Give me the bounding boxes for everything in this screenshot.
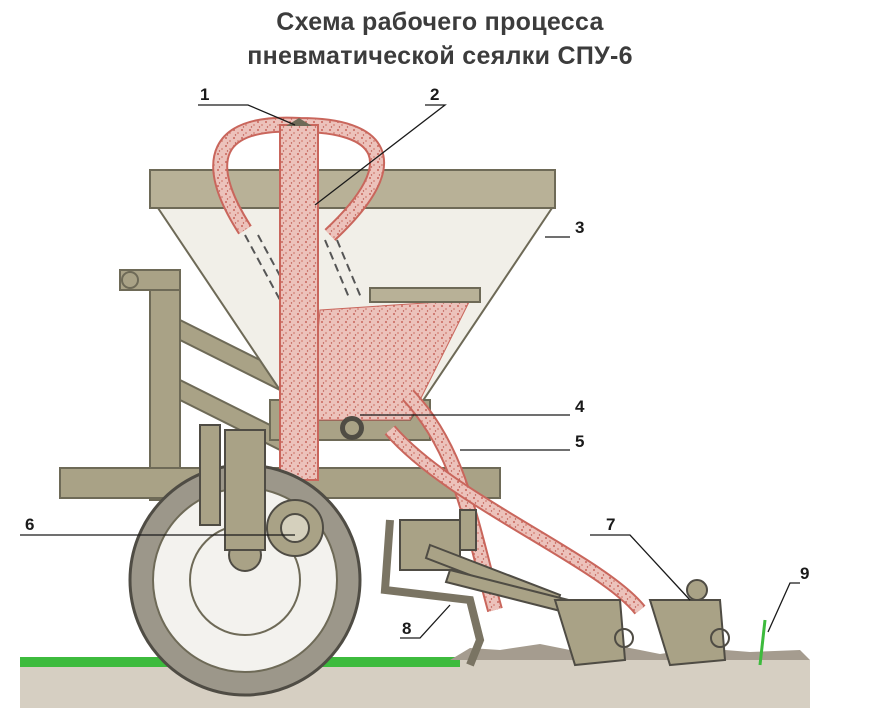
callout-numbers: 1 2 3 4 5 6 7 8 9 xyxy=(25,85,809,638)
callout-3: 3 xyxy=(575,218,584,237)
diagram-title-line-1: Схема рабочего процесса xyxy=(276,8,604,36)
diagram-title-line-2: пневматической сеялки СПУ-6 xyxy=(247,42,633,70)
tine-opener xyxy=(380,519,485,667)
furrow-openers xyxy=(553,579,730,667)
central-air-duct xyxy=(279,124,319,481)
callout-4: 4 xyxy=(575,397,585,416)
callout-6: 6 xyxy=(25,515,34,534)
callout-8: 8 xyxy=(402,619,411,638)
marker-rod xyxy=(758,619,767,666)
callout-9: 9 xyxy=(800,564,809,583)
callout-1: 1 xyxy=(200,85,209,104)
drive-hub xyxy=(199,424,324,557)
callout-2: 2 xyxy=(430,85,439,104)
seed-gate xyxy=(369,287,481,303)
callout-lines xyxy=(20,104,800,639)
callout-5: 5 xyxy=(575,432,584,451)
callout-7: 7 xyxy=(606,515,615,534)
